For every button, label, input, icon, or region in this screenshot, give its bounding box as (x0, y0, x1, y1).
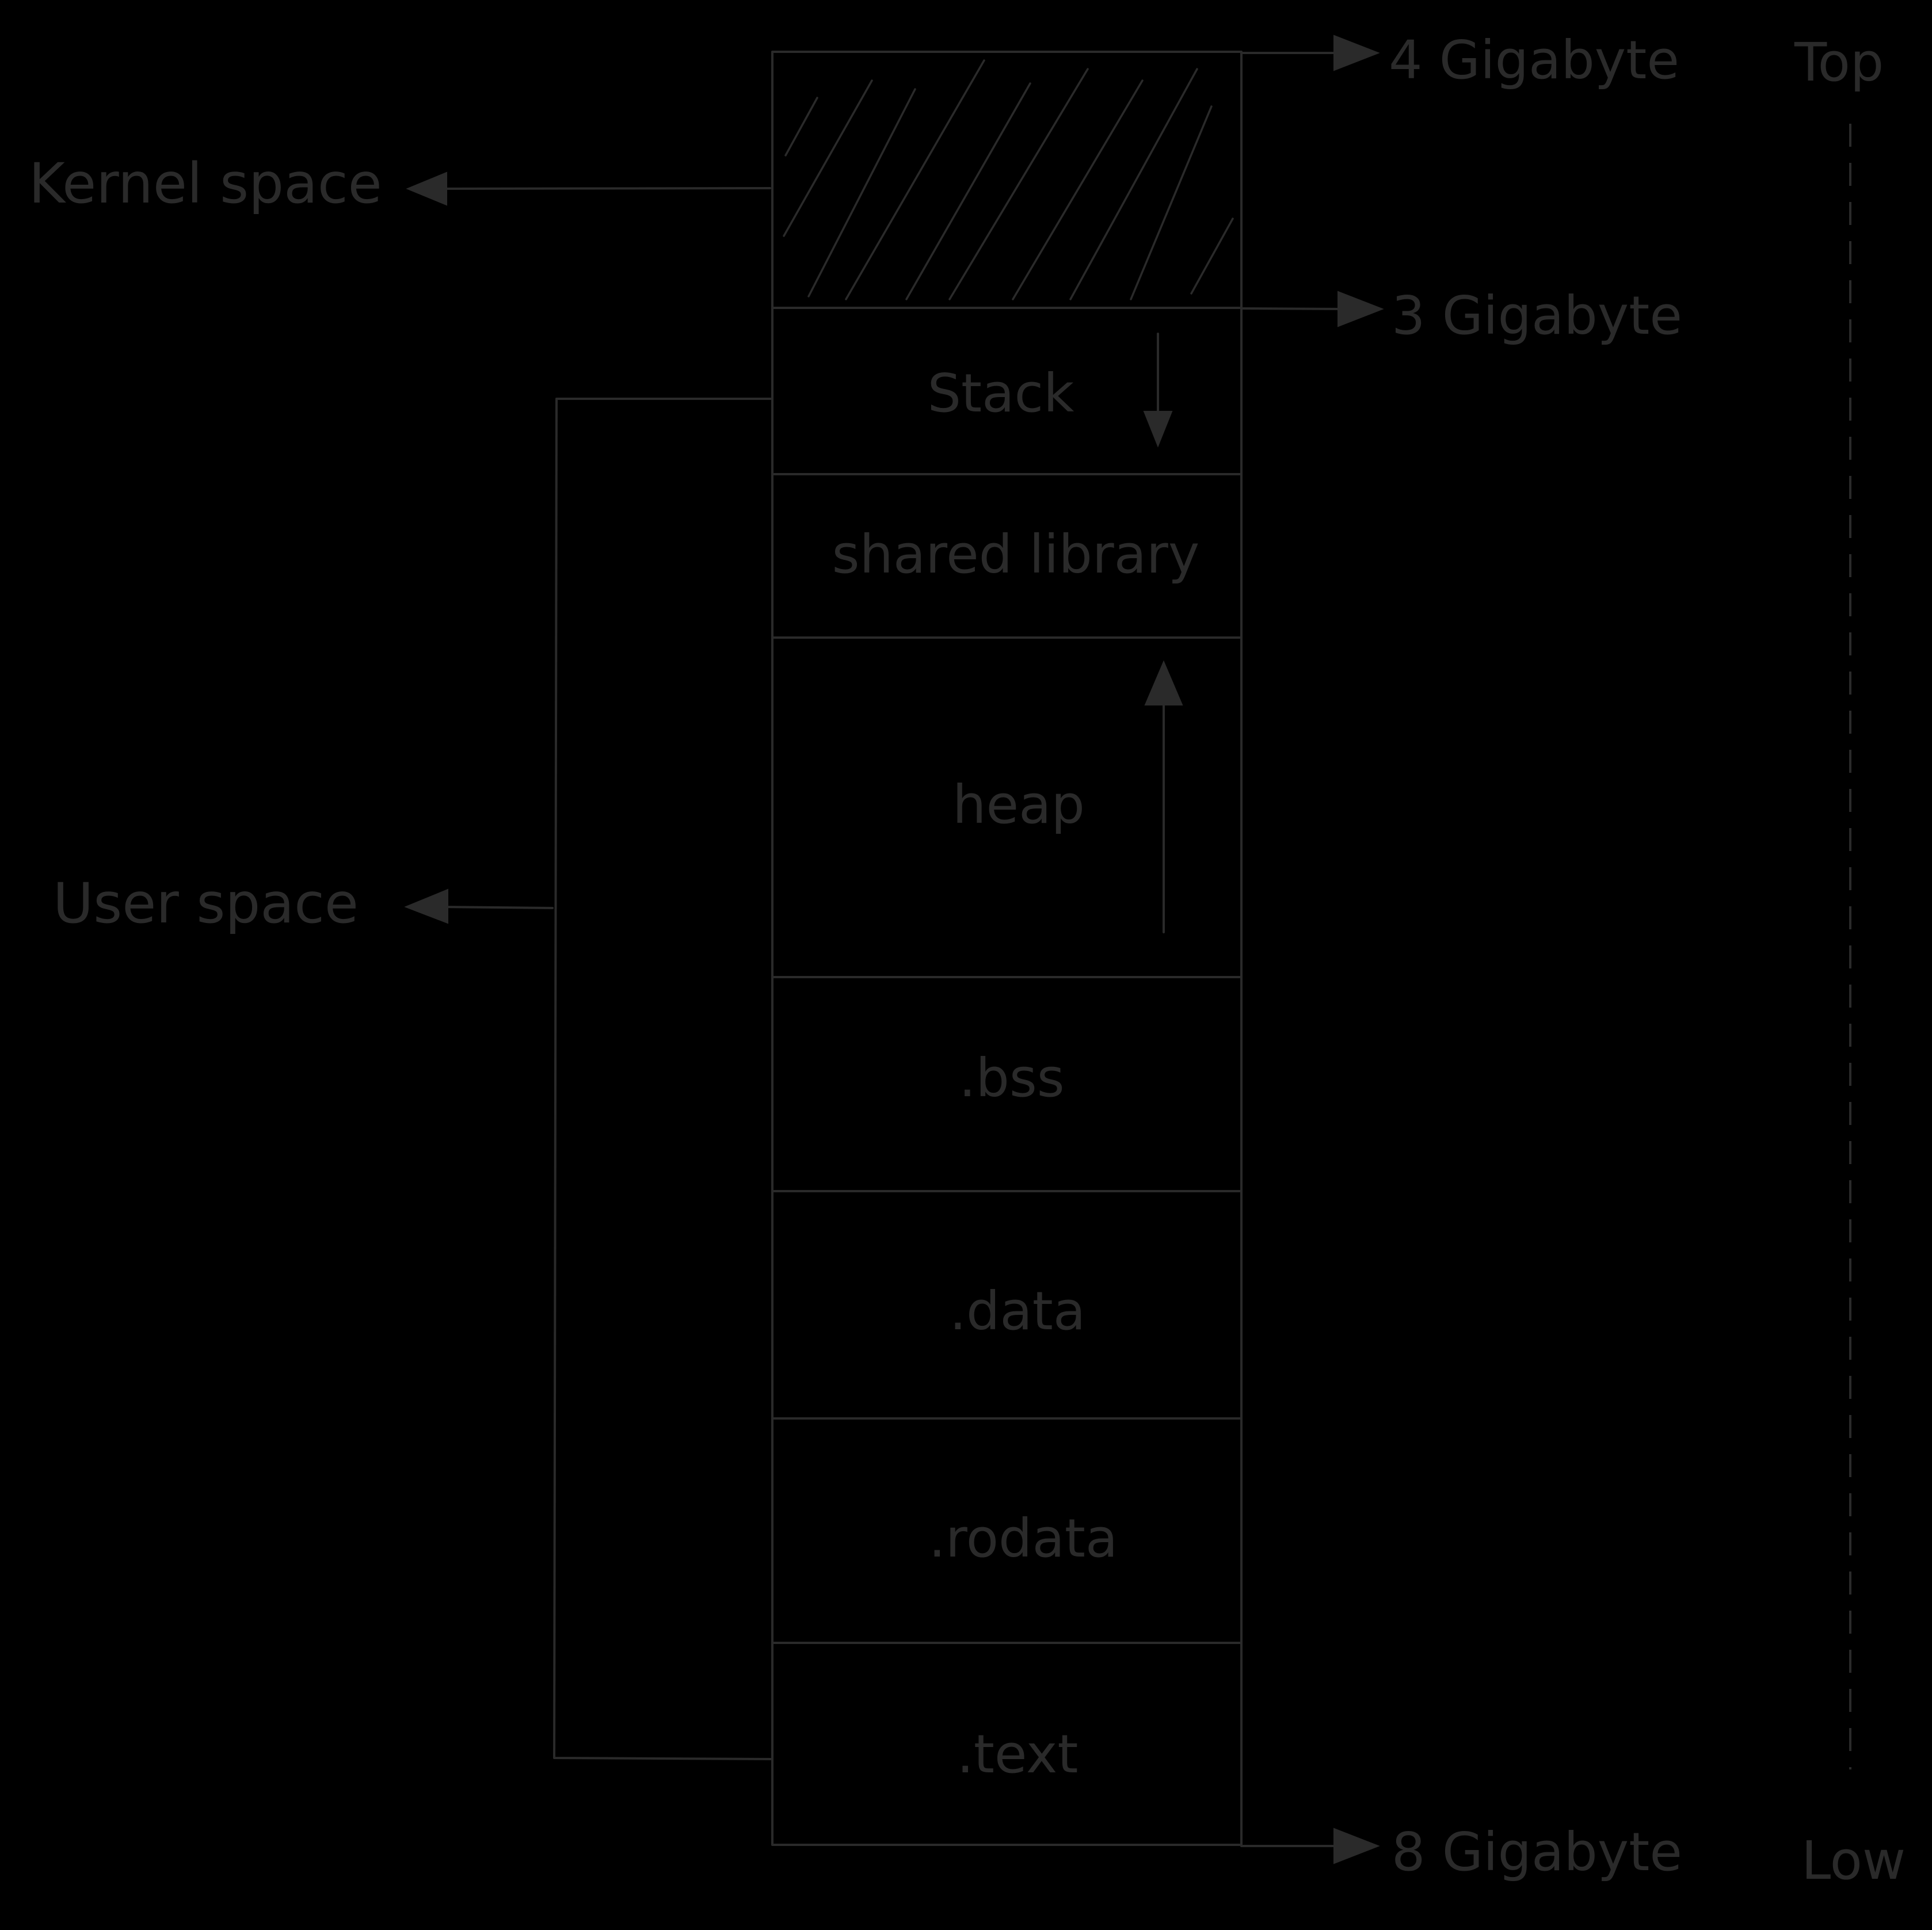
segment-label-heap: heap (952, 774, 1085, 836)
address-pointer-bottom (1240, 1828, 1380, 1864)
segment-label-text: .text (957, 1723, 1079, 1785)
segment-label-data: .data (950, 1280, 1085, 1342)
user-space-label: User space (53, 871, 359, 936)
kernel-hatch (783, 59, 1234, 300)
kernel-space-pointer (406, 171, 771, 206)
address-label-top: 4 Gigabyte (1389, 29, 1679, 91)
memory-column (771, 51, 1243, 1846)
heap-grow-up-arrow (1144, 660, 1183, 933)
address-pointer-top (1240, 35, 1380, 71)
address-label-bottom: 8 Gigabyte (1392, 1821, 1682, 1883)
scale-label-low: Low (1801, 1830, 1906, 1891)
scale-label-top: Top (1794, 32, 1884, 93)
segment-label-shared-library: shared library (832, 524, 1200, 585)
segment-label-stack: Stack (928, 363, 1074, 424)
user-space-bracket (404, 398, 772, 1760)
address-pointer-middle (1240, 291, 1384, 327)
segment-label-rodata: .rodata (929, 1508, 1118, 1569)
stack-grow-down-arrow (1143, 333, 1173, 448)
kernel-space-label: Kernel space (29, 151, 382, 216)
memory-column-outline (771, 51, 1243, 1846)
address-label-middle: 3 Gigabyte (1392, 285, 1682, 346)
segment-label-bss: .bss (959, 1047, 1065, 1109)
